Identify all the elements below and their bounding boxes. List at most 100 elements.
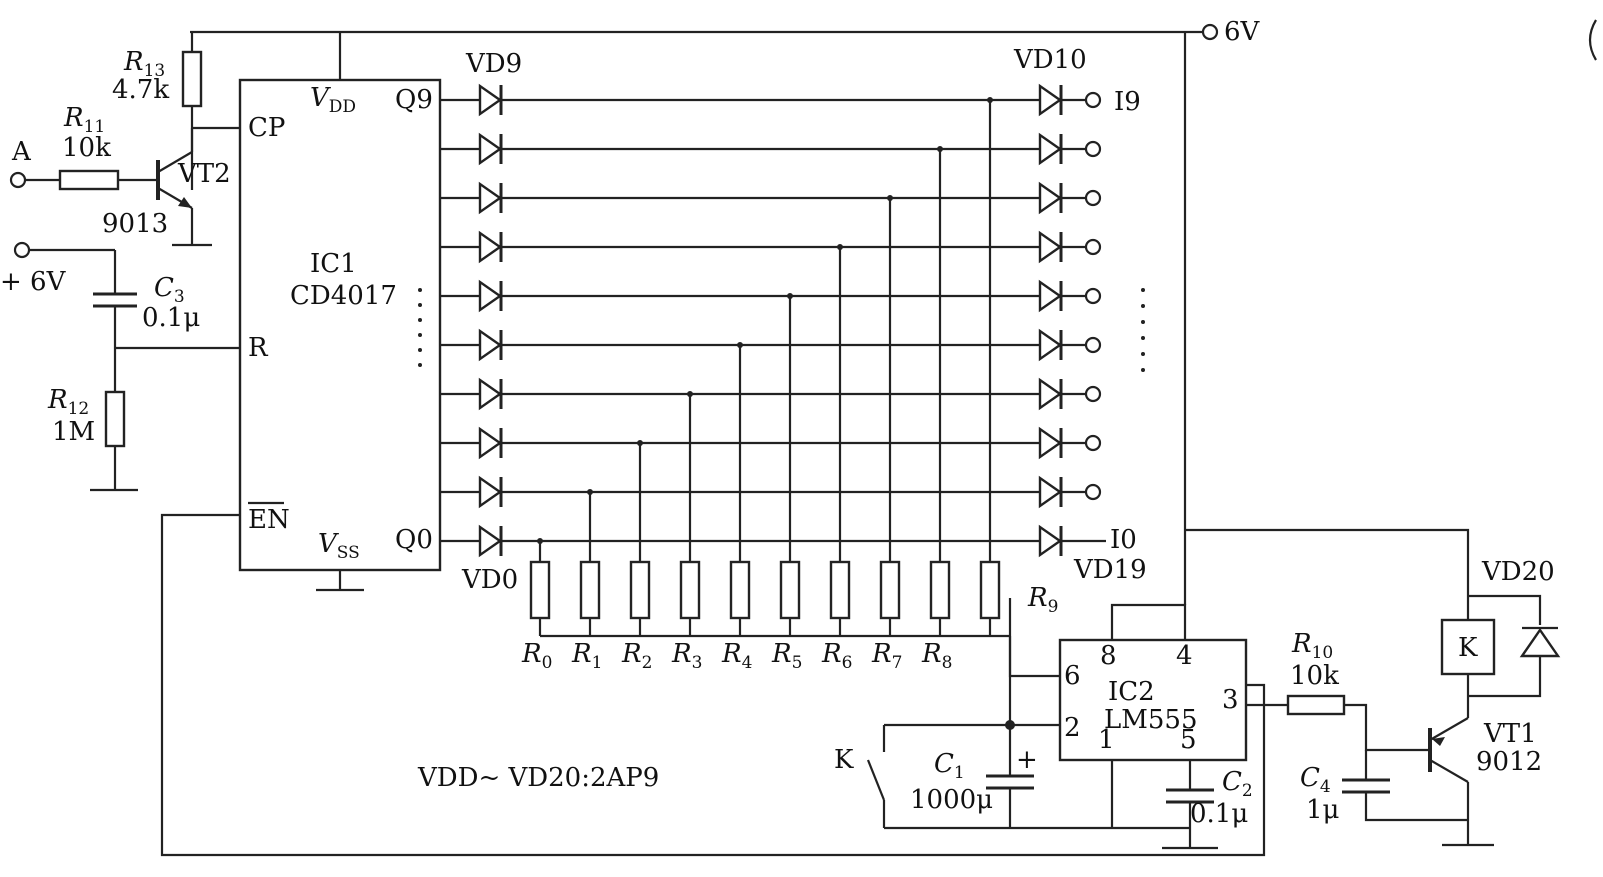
- c4-label: C4: [1300, 763, 1331, 797]
- bank-resistor-index-1: 1: [592, 653, 603, 673]
- left-diode-5-body: [478, 328, 503, 362]
- bank-resistor-label-4: R4: [721, 639, 752, 673]
- bank-resistor-index-2: 2: [642, 653, 653, 673]
- bank-resistor-letter-8: R: [921, 639, 942, 669]
- timing-capacitor-c1: + C1 1000μ: [884, 725, 1190, 830]
- c3-value: 0.1μ: [142, 303, 200, 333]
- bank-resistor-index-5: 5: [792, 653, 803, 673]
- ic1-q0-pin: Q0: [395, 525, 433, 555]
- output-terminal-1: [1084, 140, 1102, 158]
- left-diode-1-body: [478, 132, 503, 166]
- tap-node-3: [687, 391, 693, 397]
- tap-node-6: [837, 244, 843, 250]
- vt1-label: VT1: [1483, 719, 1537, 749]
- output-driver: R10 10k C4 1μ VT1 9012 K VD20: [1185, 528, 1561, 847]
- ic1-cp-pin: CP: [248, 113, 285, 143]
- bank-resistor-index-7: 7: [892, 653, 903, 673]
- vd20-label: VD20: [1481, 557, 1555, 587]
- tap-node-8: [937, 146, 943, 152]
- tap-node-1: [587, 489, 593, 495]
- right-diode-3-body: [1038, 230, 1063, 264]
- ic1-q9-pin: Q9: [395, 85, 433, 115]
- r13-label: R13: [123, 47, 165, 81]
- switch-k: K: [834, 725, 886, 828]
- tap-node-4: [737, 342, 743, 348]
- bank-resistor-label-3: R3: [671, 639, 702, 673]
- output-terminal-8: [1084, 483, 1102, 501]
- right-diode-4-body: [1038, 279, 1063, 313]
- vd9-label: VD9: [465, 49, 522, 79]
- right-diode-9-body: [1038, 524, 1063, 558]
- ic2-pin-4: 4: [1176, 641, 1193, 671]
- bank-resistor-index-8: 8: [942, 653, 953, 673]
- bank-resistor-label-1: R1: [571, 639, 602, 673]
- bank-resistor-label-2: R2: [621, 639, 652, 673]
- bank-resistor-2: [629, 560, 651, 620]
- ic1-vss-pin: VSS: [318, 529, 360, 563]
- output-terminal-0: [1084, 91, 1102, 109]
- tap-node-0: [537, 538, 543, 544]
- bank-resistor-label-8: R8: [921, 639, 952, 673]
- c2-value: 0.1μ: [1190, 799, 1248, 829]
- bank-resistor-letter-3: R: [671, 639, 692, 669]
- bank-resistor-3: [679, 560, 701, 620]
- c1-label: C1: [934, 749, 965, 783]
- bank-resistor-8: [929, 560, 951, 620]
- bank-resistor-index-0: 0: [542, 653, 553, 673]
- diode-matrix: [440, 83, 1106, 676]
- r12-label: R12: [47, 385, 89, 419]
- left-diode-9-body: [478, 524, 503, 558]
- relay-k-label: K: [1458, 633, 1478, 663]
- ic1-name: IC1: [310, 249, 357, 279]
- left-diode-4-body: [478, 279, 503, 313]
- reset-stage: + 6V C3 0.1μ R12 1M: [0, 241, 240, 492]
- input-a-label: A: [11, 137, 32, 167]
- output-terminal-5: [1084, 336, 1102, 354]
- c3-label: C3: [154, 273, 185, 307]
- vd0-label: VD0: [461, 565, 518, 595]
- vt2-part: 9013: [102, 209, 168, 239]
- right-diode-0-body: [1038, 83, 1063, 117]
- left-diode-8-body: [478, 475, 503, 509]
- ic2-pin-5: 5: [1180, 725, 1197, 755]
- tap-node-9: [987, 97, 993, 103]
- output-terminal-6: [1084, 385, 1102, 403]
- tap-node-7: [887, 195, 893, 201]
- ic2-pin-8: 8: [1100, 641, 1117, 671]
- bank-resistor-index-4: 4: [742, 653, 753, 673]
- ic2-pin-1: 1: [1098, 725, 1115, 755]
- bank-resistor-0: [529, 560, 551, 620]
- supply-6v-label: 6V: [1224, 17, 1261, 47]
- output-terminal-4: [1084, 287, 1102, 305]
- bank-resistor-label-0: R0: [521, 639, 552, 673]
- ic1-vdd-pin: VDD: [310, 83, 356, 117]
- left-diode-6-body: [478, 377, 503, 411]
- ic2-pin-2: 2: [1064, 713, 1081, 743]
- r11-label: R11: [63, 103, 105, 137]
- ic2-pin-6: 6: [1064, 661, 1081, 691]
- tap-node-5: [787, 293, 793, 299]
- bank-resistor-letter-4: R: [721, 639, 742, 669]
- bank-resistor-1: [579, 560, 601, 620]
- right-diode-7-body: [1038, 426, 1063, 460]
- bank-resistor-9: [979, 560, 1001, 620]
- c2-label: C2: [1222, 767, 1253, 801]
- right-diode-8-body: [1038, 475, 1063, 509]
- tap-node-2: [637, 440, 643, 446]
- right-diode-6-body: [1038, 377, 1063, 411]
- left-diode-2-body: [478, 181, 503, 215]
- diode-type-note: VDD~ VD20:2AP9: [417, 763, 659, 793]
- output-terminal-3: [1084, 238, 1102, 256]
- svg-text:+: +: [1016, 745, 1038, 775]
- bank-resistor-letter-2: R: [621, 639, 642, 669]
- switch-k-label: K: [834, 745, 854, 775]
- bank-resistor-letter-0: R: [521, 639, 542, 669]
- r9-label: R9: [1027, 583, 1058, 617]
- c4-value: 1μ: [1306, 795, 1339, 825]
- en-feedback-wire: [160, 513, 1266, 857]
- bank-resistor-letter-7: R: [871, 639, 892, 669]
- ic2-part: LM555: [1104, 705, 1198, 735]
- r10-label: R10: [1291, 629, 1333, 663]
